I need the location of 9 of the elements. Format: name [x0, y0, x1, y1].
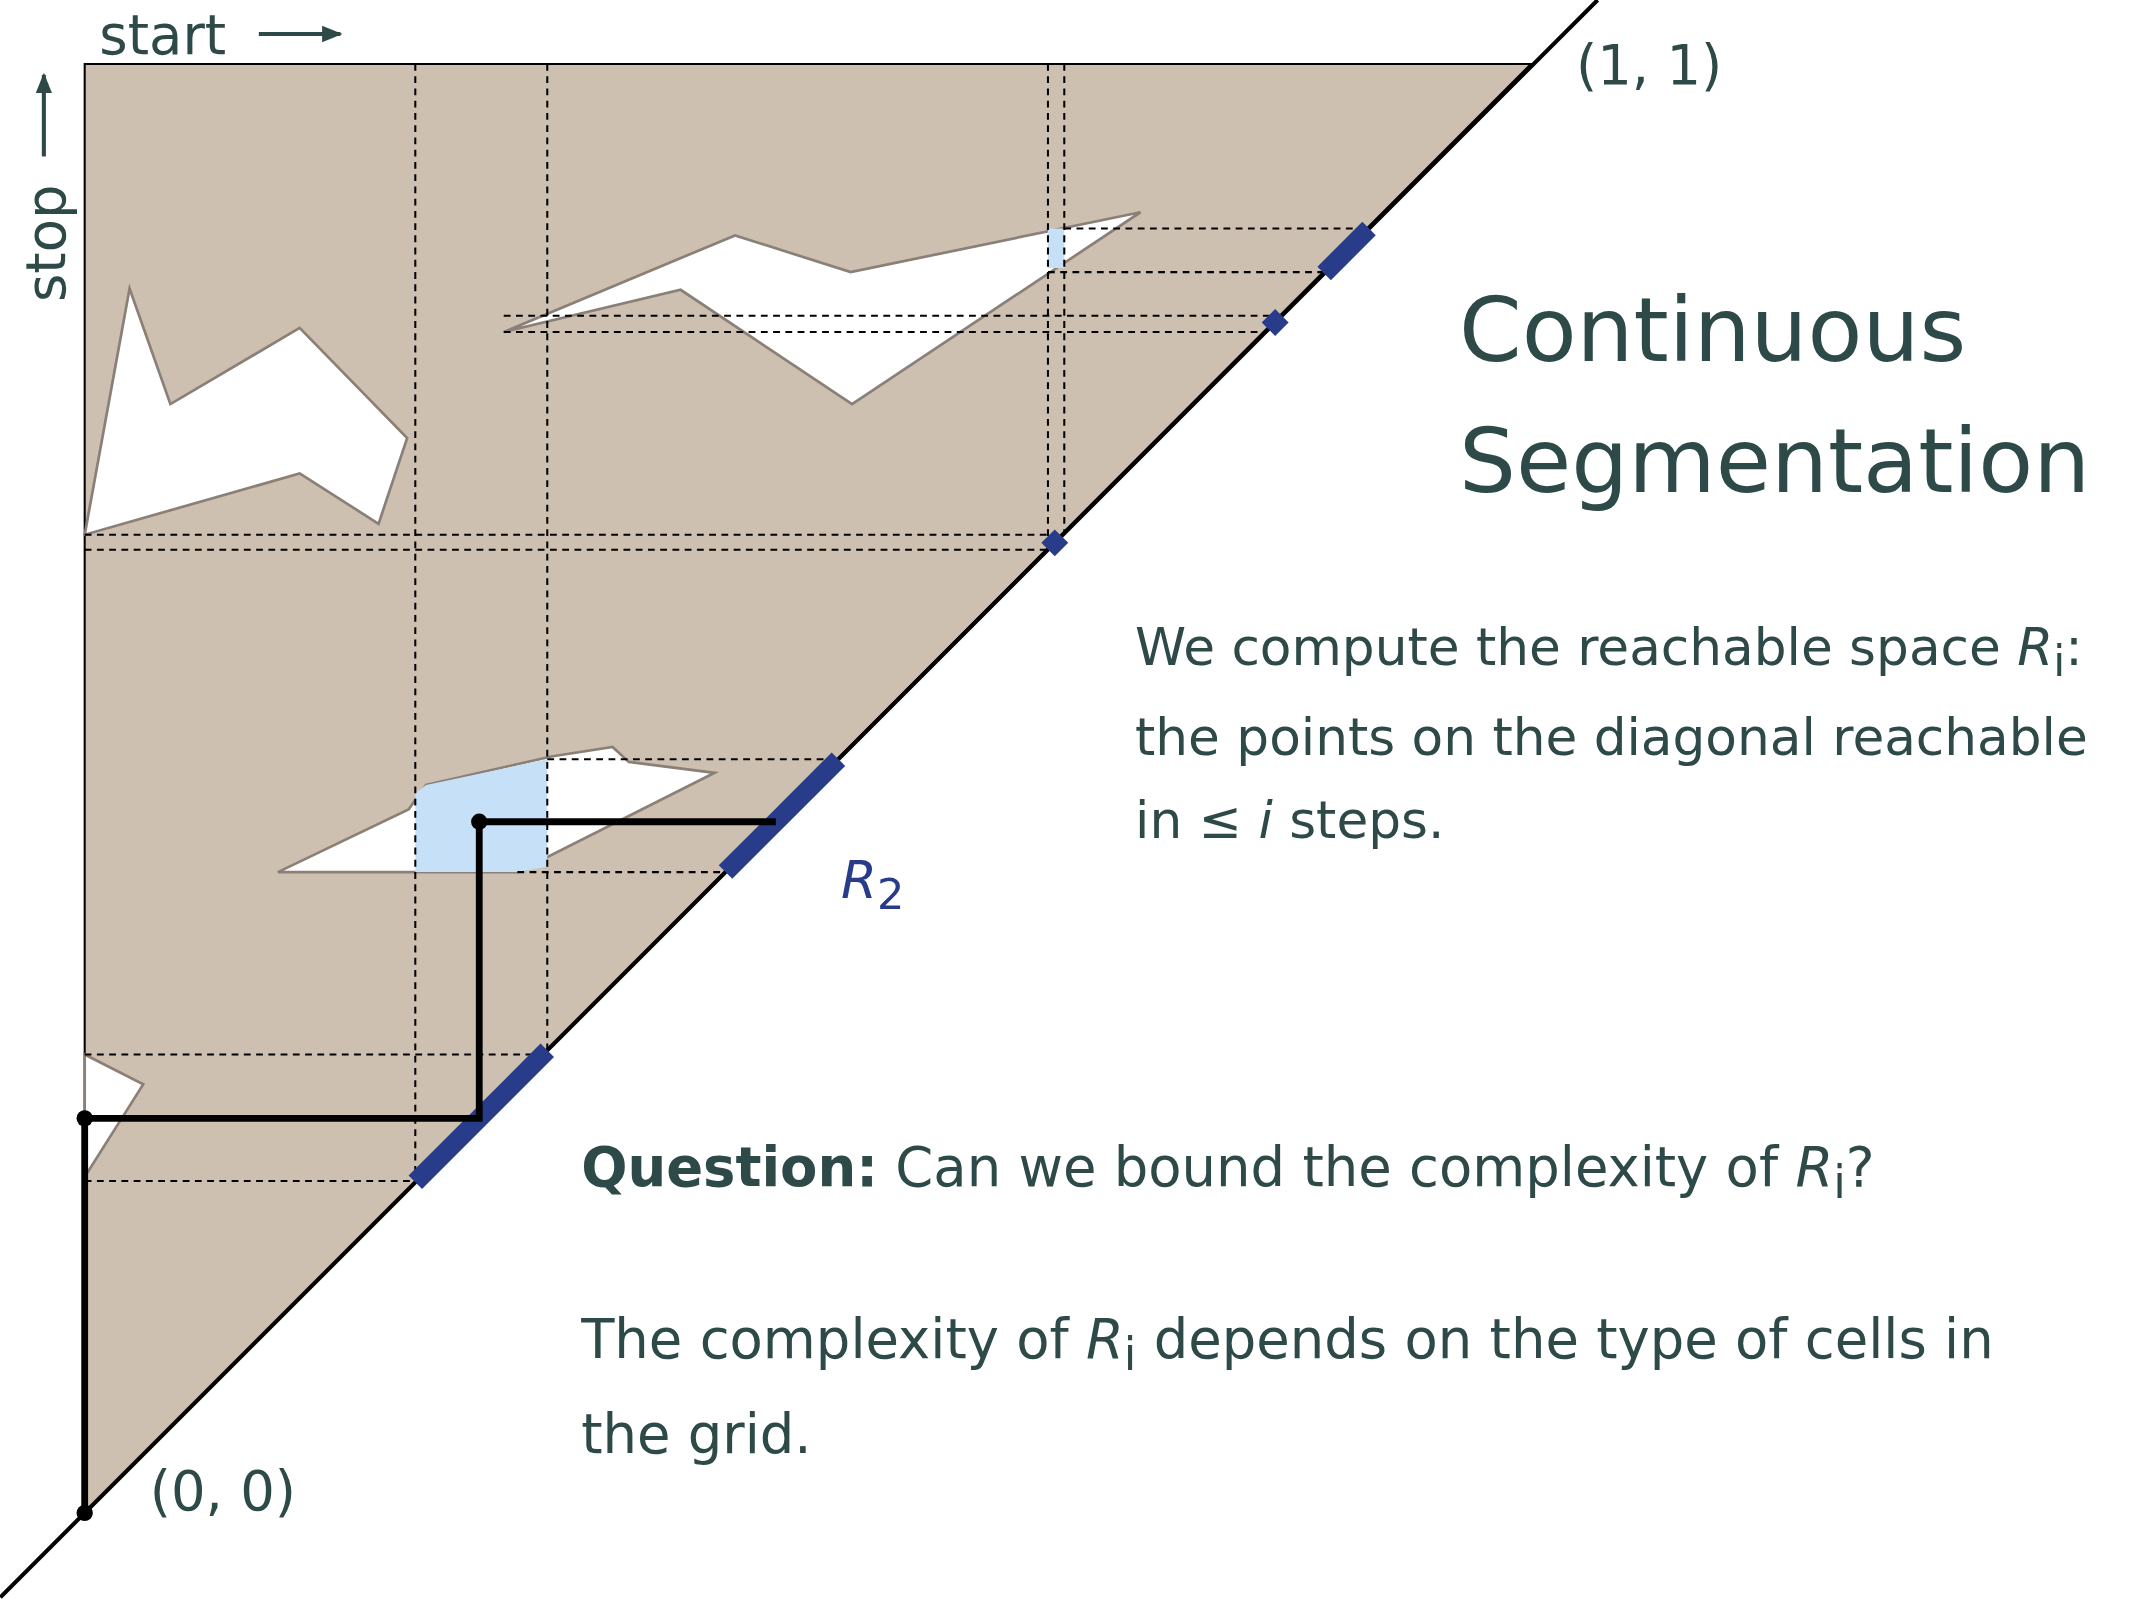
slide-title: Continuous Segmentation	[1458, 277, 2092, 515]
coordinate-label: (0, 0)	[149, 1458, 296, 1526]
question-text: Question: Can we bound the complexity of R$_{i}$?	[581, 1134, 1876, 1212]
coordinate-label: (1, 1)	[1576, 31, 1723, 99]
axis-label: start	[99, 2, 227, 69]
axis-label: stop	[12, 184, 79, 303]
description-text: We compute the reachable space R$_{i}$: the points on the diagonal reachable in ≤ i steps.	[1135, 615, 2089, 852]
description-text: The complexity of R$_{i}$ depends on the type of cells in the grid.	[581, 1305, 1995, 1469]
interval-label: R$_{2}$	[841, 848, 905, 921]
